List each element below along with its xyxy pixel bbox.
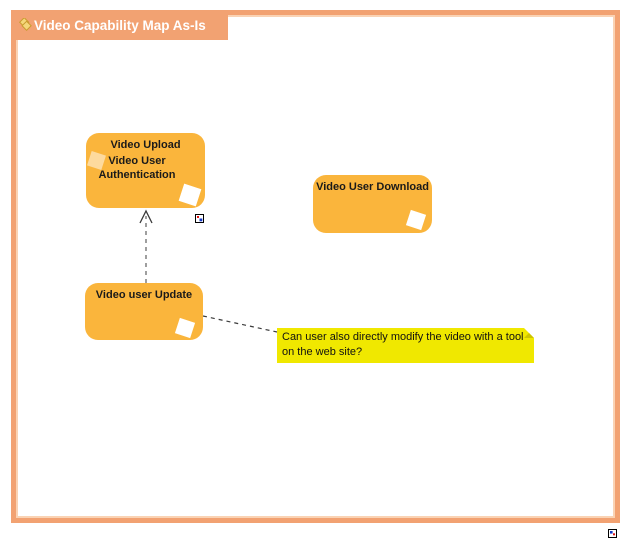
capability-label: Video User Download bbox=[316, 181, 429, 193]
capability-label: Video Upload bbox=[110, 139, 181, 151]
capability-diamond-icon bbox=[178, 183, 202, 207]
note-text-line: Can user also directly modify the video … bbox=[282, 331, 524, 343]
capability-diamond-icon bbox=[405, 209, 427, 231]
capability-diamond-icon bbox=[174, 317, 196, 339]
note-text-line: on the web site? bbox=[282, 346, 363, 358]
capability-label: Video user Update bbox=[95, 289, 193, 301]
model-reference-icon bbox=[608, 525, 617, 538]
diagram-title: Video Capability Map As-Is bbox=[34, 17, 206, 33]
diagram-title-tab[interactable]: Video Capability Map As-Is bbox=[11, 10, 228, 40]
note[interactable]: Can user also directly modify the video … bbox=[277, 328, 534, 363]
capability-map-icon bbox=[18, 17, 33, 33]
open-arrowhead-icon bbox=[139, 209, 153, 224]
capability-video-user-download[interactable]: Video User Download bbox=[313, 175, 432, 233]
capability-video-upload[interactable]: Video Upload Video User Authentication bbox=[86, 133, 205, 208]
diagram-frame bbox=[11, 10, 620, 523]
capability-video-user-update[interactable]: Video user Update bbox=[85, 283, 203, 340]
model-reference-icon bbox=[195, 210, 204, 223]
note-connector[interactable] bbox=[202, 315, 278, 333]
capability-video-user-authentication[interactable]: Video User Authentication bbox=[98, 155, 176, 181]
note-fold-icon bbox=[524, 328, 534, 338]
